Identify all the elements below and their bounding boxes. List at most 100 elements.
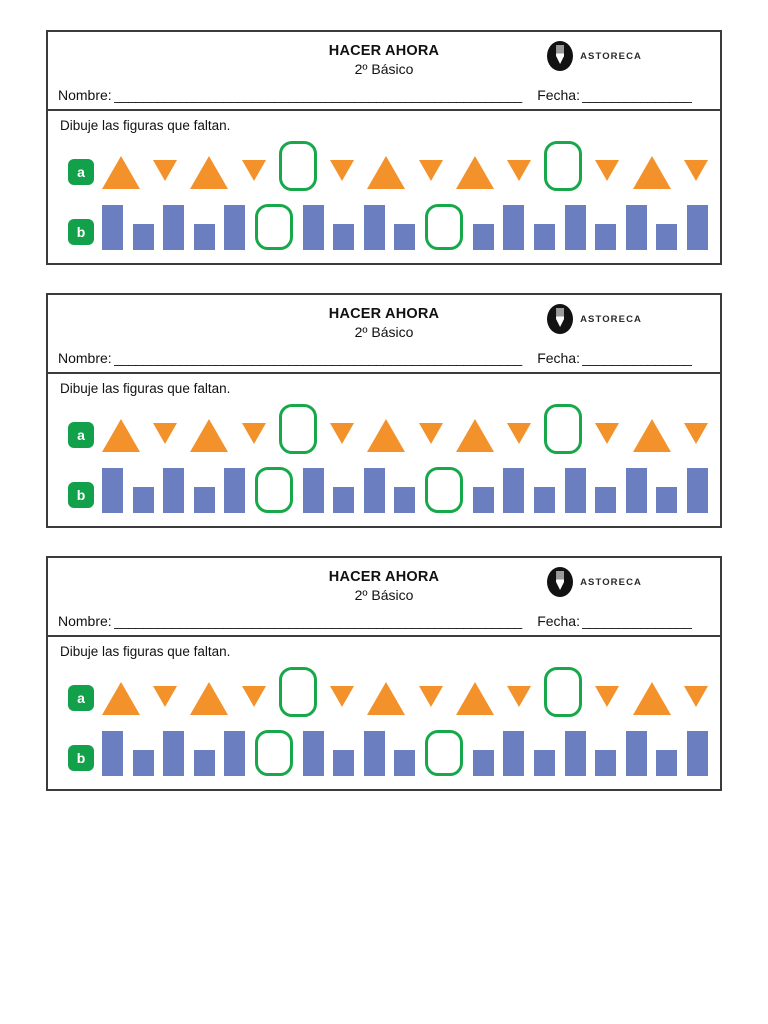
pattern-slots <box>102 723 712 779</box>
name-input-rule[interactable]: ________________________________________… <box>113 350 523 367</box>
bar-tall-shape <box>564 468 586 514</box>
pattern-slot <box>163 197 185 253</box>
worksheet-card: HACER AHORA 2º Básico ASTORECA Nombre: _… <box>46 293 722 529</box>
pattern-slot[interactable] <box>278 398 317 456</box>
bar-short-shape <box>533 224 555 251</box>
blank-answer-box[interactable] <box>278 404 317 455</box>
pattern-slot[interactable] <box>425 723 464 779</box>
date-input-rule[interactable]: _______________ <box>582 350 692 367</box>
pattern-slot <box>102 135 140 193</box>
pattern-slot <box>394 197 416 253</box>
triangle-up-shape <box>102 682 140 716</box>
pattern-slot <box>241 135 266 193</box>
pattern-slot[interactable] <box>278 135 317 193</box>
pattern-slot <box>418 398 443 456</box>
blank-answer-box[interactable] <box>255 467 294 514</box>
pattern-slot[interactable] <box>544 135 583 193</box>
pattern-slot <box>153 135 178 193</box>
blank-answer-box[interactable] <box>278 141 317 192</box>
blank-answer-box[interactable] <box>255 204 294 251</box>
pattern-slot <box>683 135 708 193</box>
bar-tall-shape <box>224 731 246 777</box>
pattern-slot <box>686 460 708 516</box>
logo-pencil-tip-shape <box>556 45 565 64</box>
brand-name: ASTORECA <box>580 313 642 325</box>
triangle-up-shape <box>190 419 229 453</box>
blank-answer-box[interactable] <box>425 204 464 251</box>
pattern-slot <box>241 398 266 456</box>
triangle-up-shape <box>190 156 229 190</box>
blank-answer-box[interactable] <box>425 730 464 777</box>
blank-answer-box[interactable] <box>278 667 317 718</box>
bar-short-shape <box>132 487 154 514</box>
blank-answer-box[interactable] <box>544 667 583 718</box>
pattern-slot <box>632 661 671 719</box>
bar-tall-shape <box>302 731 324 777</box>
pattern-slot[interactable] <box>255 460 294 516</box>
card-header: HACER AHORA 2º Básico ASTORECA Nombre: _… <box>48 558 720 638</box>
pattern-slot[interactable] <box>425 460 464 516</box>
pattern-slots <box>102 398 712 456</box>
pattern-slot <box>333 197 355 253</box>
pattern-slot <box>625 723 647 779</box>
pattern-slot <box>363 197 385 253</box>
bar-short-shape <box>595 750 617 777</box>
bar-tall-shape <box>302 205 324 251</box>
blank-answer-box[interactable] <box>544 404 583 455</box>
row-badge-b: b <box>68 745 94 772</box>
pattern-slot <box>503 723 525 779</box>
bar-tall-shape <box>224 205 246 251</box>
pattern-slot[interactable] <box>255 723 294 779</box>
name-label: Nombre: <box>58 87 112 104</box>
pattern-slot[interactable] <box>544 398 583 456</box>
row-badge-a: a <box>68 159 94 186</box>
pattern-slot <box>418 661 443 719</box>
blank-answer-box[interactable] <box>544 141 583 192</box>
bar-tall-shape <box>564 731 586 777</box>
astoreca-pencil-circle-icon <box>547 567 574 598</box>
pattern-slot[interactable] <box>278 661 317 719</box>
name-input-rule[interactable]: ________________________________________… <box>113 87 523 104</box>
bar-short-shape <box>394 224 416 251</box>
triangle-up-shape <box>632 682 671 716</box>
pattern-slot <box>224 197 246 253</box>
pattern-slot <box>367 661 406 719</box>
blank-answer-box[interactable] <box>425 467 464 514</box>
title-block: HACER AHORA 2º Básico <box>48 32 720 81</box>
triangle-up-shape <box>367 682 406 716</box>
astoreca-pencil-circle-icon <box>547 41 574 71</box>
bar-short-shape <box>472 224 494 251</box>
pattern-slot <box>394 460 416 516</box>
bar-tall-shape <box>302 468 324 514</box>
bar-tall-shape <box>625 468 647 514</box>
bar-tall-shape <box>625 205 647 251</box>
bar-short-shape <box>656 487 678 514</box>
pattern-slot <box>330 398 355 456</box>
bar-short-shape <box>472 487 494 514</box>
title-block: HACER AHORA 2º Básico <box>48 295 720 344</box>
pattern-slot[interactable] <box>425 197 464 253</box>
pattern-slot <box>132 197 154 253</box>
instruction-text: Dibuje las figuras que faltan. <box>60 381 231 397</box>
pattern-row-a: a <box>58 661 712 719</box>
triangle-down-shape <box>506 160 531 182</box>
pattern-slot <box>503 460 525 516</box>
triangle-down-shape <box>153 423 178 445</box>
name-input-rule[interactable]: ________________________________________… <box>113 613 523 630</box>
triangle-up-shape <box>455 682 494 716</box>
pattern-slot[interactable] <box>255 197 294 253</box>
pattern-slot[interactable] <box>544 661 583 719</box>
triangle-down-shape <box>418 423 443 445</box>
date-label: Fecha: <box>537 87 580 104</box>
bar-tall-shape <box>625 731 647 777</box>
blank-answer-box[interactable] <box>255 730 294 777</box>
bar-short-shape <box>533 487 555 514</box>
bar-short-shape <box>394 487 416 514</box>
triangle-down-shape <box>683 686 708 708</box>
pattern-slot <box>455 661 494 719</box>
date-input-rule[interactable]: _______________ <box>582 613 692 630</box>
pattern-slot <box>190 135 229 193</box>
pattern-slot <box>625 197 647 253</box>
brand-name: ASTORECA <box>580 576 642 588</box>
date-input-rule[interactable]: _______________ <box>582 87 692 104</box>
